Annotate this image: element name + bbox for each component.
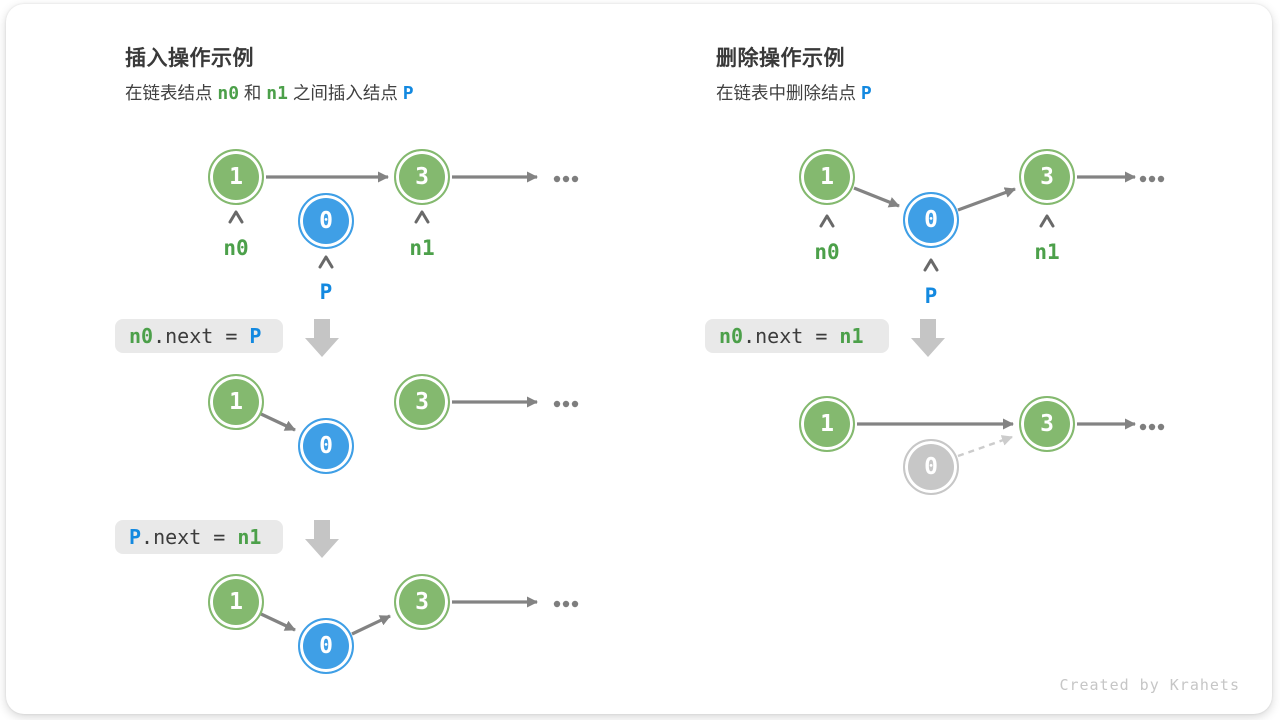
node-value: 3 bbox=[415, 589, 429, 615]
node-n1: 3 bbox=[1019, 396, 1075, 452]
node-p: 0 bbox=[298, 618, 354, 674]
subtitle-segment: P bbox=[860, 83, 872, 104]
subtitle-segment: n0 bbox=[217, 83, 240, 104]
delete-panel-title: 删除操作示例 bbox=[716, 47, 845, 70]
label-n1: n1 bbox=[409, 236, 435, 260]
node-value: 3 bbox=[415, 164, 429, 190]
node-n1: 3 bbox=[394, 149, 450, 205]
ellipsis-dots bbox=[553, 175, 579, 183]
arrow-right-icon bbox=[853, 186, 900, 208]
insert-panel-title: 插入操作示例 bbox=[125, 47, 254, 70]
code-segment: n0 bbox=[719, 324, 744, 348]
code-segment: .next = bbox=[743, 324, 840, 348]
node-n1: 3 bbox=[394, 374, 450, 430]
subtitle-segment: 在链表结点 bbox=[125, 83, 218, 103]
subtitle-segment: n1 bbox=[266, 83, 288, 104]
node-n0: 1 bbox=[799, 149, 855, 205]
watermark: Created by Krahets bbox=[1059, 676, 1240, 694]
dashed-arrow-right-icon bbox=[957, 435, 1013, 458]
node-value: 1 bbox=[229, 589, 243, 615]
node-p-removed: 0 bbox=[903, 439, 959, 495]
code-segment: n0 bbox=[129, 324, 154, 348]
subtitle-segment: 在链表中删除结点 bbox=[716, 83, 861, 103]
block-arrow-down-icon bbox=[911, 319, 945, 357]
node-n0: 1 bbox=[208, 374, 264, 430]
node-n1: 3 bbox=[1019, 149, 1075, 205]
ellipsis-dots bbox=[553, 600, 579, 608]
label-n0: n0 bbox=[223, 236, 249, 260]
canvas-card: 插入操作示例 在链表结点 n0 和 n1 之间插入结点 P 1 0 3 n0 n… bbox=[6, 4, 1272, 714]
node-value: 1 bbox=[229, 389, 243, 415]
node-n0: 1 bbox=[799, 396, 855, 452]
insert-panel-subtitle: 在链表结点 n0 和 n1 之间插入结点 P bbox=[125, 80, 414, 105]
code-segment: .next = bbox=[153, 324, 250, 348]
caret-up-icon bbox=[414, 210, 430, 224]
ellipsis-dots bbox=[553, 400, 579, 408]
subtitle-segment: 之间插入结点 bbox=[287, 83, 403, 103]
code-label-insert-1: n0.next = P bbox=[115, 319, 283, 353]
code-segment: n1 bbox=[237, 525, 262, 549]
node-value: 1 bbox=[820, 411, 834, 437]
caret-up-icon bbox=[318, 255, 334, 269]
label-p: P bbox=[924, 284, 938, 308]
node-value: 0 bbox=[924, 207, 938, 233]
node-value: 0 bbox=[319, 433, 333, 459]
label-n0: n0 bbox=[814, 240, 840, 264]
node-value: 3 bbox=[415, 389, 429, 415]
code-segment: .next = bbox=[141, 525, 238, 549]
node-value: 3 bbox=[1040, 411, 1054, 437]
node-n0: 1 bbox=[208, 149, 264, 205]
node-value: 0 bbox=[319, 208, 333, 234]
code-segment: n1 bbox=[839, 324, 864, 348]
label-n1: n1 bbox=[1034, 240, 1060, 264]
arrow-right-icon bbox=[957, 187, 1016, 212]
arrow-right-icon bbox=[260, 612, 296, 632]
subtitle-segment: P bbox=[402, 83, 414, 104]
ellipsis-dots bbox=[1139, 423, 1165, 431]
caret-up-icon bbox=[923, 258, 939, 272]
node-p: 0 bbox=[298, 193, 354, 249]
subtitle-segment: 和 bbox=[239, 83, 267, 103]
code-label-insert-2: P.next = n1 bbox=[115, 520, 283, 554]
arrow-right-icon bbox=[260, 412, 296, 432]
node-value: 0 bbox=[924, 454, 938, 480]
node-p: 0 bbox=[903, 192, 959, 248]
node-value: 3 bbox=[1040, 164, 1054, 190]
node-value: 0 bbox=[319, 633, 333, 659]
node-value: 1 bbox=[820, 164, 834, 190]
node-value: 1 bbox=[229, 164, 243, 190]
label-p: P bbox=[319, 280, 333, 304]
node-n1: 3 bbox=[394, 574, 450, 630]
delete-panel-subtitle: 在链表中删除结点 P bbox=[716, 80, 872, 105]
code-label-delete-1: n0.next = n1 bbox=[705, 319, 889, 353]
code-segment: P bbox=[129, 525, 142, 549]
node-p: 0 bbox=[298, 418, 354, 474]
arrow-right-icon bbox=[351, 614, 391, 636]
ellipsis-dots bbox=[1139, 175, 1165, 183]
node-n0: 1 bbox=[208, 574, 264, 630]
block-arrow-down-icon bbox=[305, 319, 339, 357]
caret-up-icon bbox=[819, 214, 835, 228]
block-arrow-down-icon bbox=[305, 520, 339, 558]
caret-up-icon bbox=[228, 210, 244, 224]
code-segment: P bbox=[249, 324, 262, 348]
caret-up-icon bbox=[1039, 214, 1055, 228]
